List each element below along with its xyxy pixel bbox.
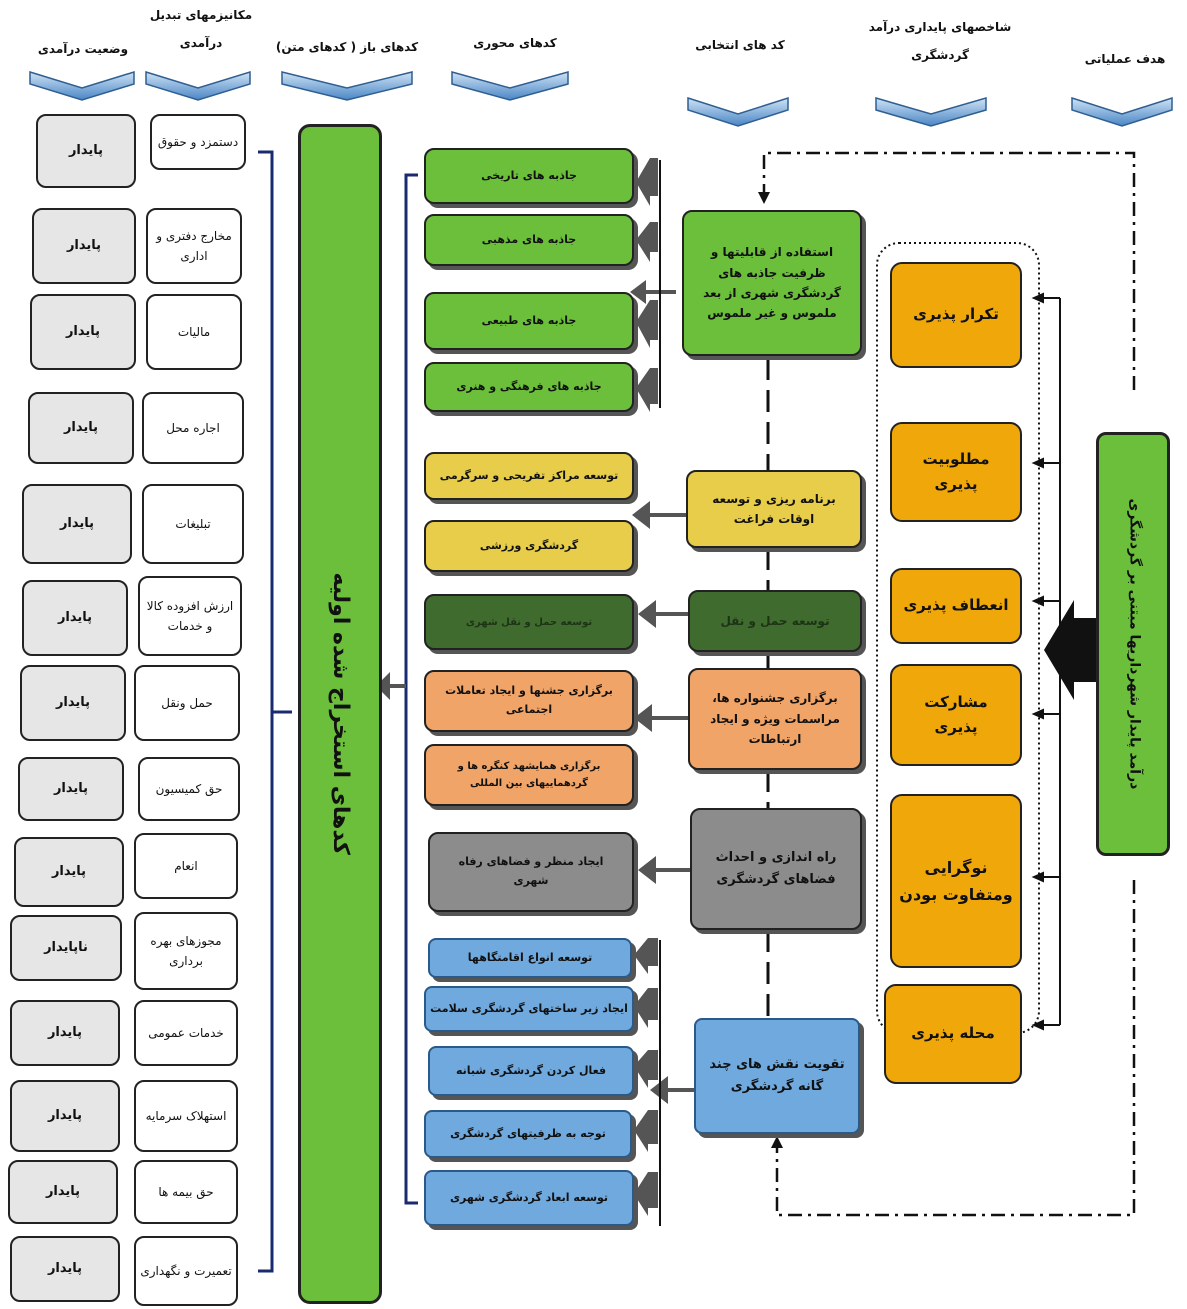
chevron-mechanisms [145,70,251,101]
indicator-box: نوگرایی ومتفاوت بودن [890,794,1022,968]
header-indicators-line2: گردشگری [911,48,969,62]
chevron-selective [687,96,789,127]
mechanism-box: خدمات عمومی [134,1000,238,1066]
axial-box-green: جاذبه های فرهنگی و هنری [424,362,634,412]
chevron-goal [1071,96,1173,127]
mechanism-box: دستمزد و حقوق [150,114,246,170]
axial-box-blue: توسعه انواع اقامتگاهها [428,938,632,978]
mechanism-box: انعام [134,833,238,899]
header-status: وضعیت درآمدی [37,42,129,56]
selective-box-dark-green: توسعه حمل و نقل [688,590,862,652]
status-box: پایدار [10,1236,120,1302]
status-box: پایدار [22,484,132,564]
axial-box-gray: ایجاد منظر و فضاهای رفاه شهری [428,832,634,912]
mechanism-box: اجاره محل [142,392,244,464]
axial-box-blue: فعال کردن گردشگری شبانه [428,1046,634,1096]
mechanism-box: حمل ونقل [134,665,240,741]
mechanism-box: حق بیمه ها [134,1160,238,1224]
open-codes-bar: کدهای استخراج شده اولیه [298,124,382,1304]
selective-box-green: استفاده از قابلیتها و ظرفیت جاذبه های گر… [682,210,862,356]
selective-box-orange: برگزاری جشنواره ها، مراسمات ویژه و ایجاد… [688,668,862,770]
indicator-box: انعطاف پذیری [890,568,1022,644]
axial-box-dark-green: توسعه حمل و نقل شهری [424,594,634,650]
chevron-axial [451,71,569,101]
mechanism-box: حق کمیسیون [138,757,240,821]
indicator-box: مشارکت پذیری [890,664,1022,766]
status-box: پایدار [32,208,136,284]
axial-box-yellow: گردشگری ورزشی [424,520,634,572]
axial-box-blue: توجه به ظرفیتهای گردشگری [424,1110,632,1158]
header-indicators-line1: شاخصهای پایداری درآمد [868,20,1012,34]
axial-box-green: جاذبه های طبیعی [424,292,634,350]
indicator-box: محله پذیری [884,984,1022,1084]
status-box: پایدار [10,1000,120,1066]
status-box: پایدار [20,665,126,741]
status-box: پایدار [18,757,124,821]
mechanism-box: مالیات [146,294,242,370]
goal-box-label: درآمد پایدار شهرداریها مبتنی بر گردشگری [1125,498,1142,790]
status-box: پایدار [22,580,128,656]
selective-box-yellow: برنامه ریزی و توسعه اوقات فراغت [686,470,862,548]
axial-box-orange: برگزاری همایشهد کنگره ها و گردهماییهای ب… [424,744,634,806]
mechanism-box: تعمیرت و نگهداری [134,1236,238,1306]
header-mechanisms-line2: درآمدی [179,36,223,50]
mechanism-box: ارزش افزوده کالا و خدمات [138,576,242,656]
selective-box-gray: راه اندازی و احداث فضاهای گردشگری [690,808,862,930]
mechanism-box: تبلیغات [142,484,244,564]
open-codes-bar-label: کدهای استخراج شده اولیه [327,572,353,856]
mechanism-box: استهلاک سرمایه [134,1080,238,1152]
chevron-status [29,70,135,101]
axial-box-yellow: توسعه مراکز تفریحی و سرگرمی [424,452,634,500]
mechanism-box: مجوزهای بهره برداری [134,912,238,990]
chevron-open [281,71,413,101]
selective-box-blue: تقویت نقش های چند گانه گردشگری [694,1018,860,1134]
header-goal: هدف عملیاتی [1084,52,1166,66]
status-box: پایدار [30,294,136,370]
status-box: پایدار [8,1160,118,1224]
status-box: پایدار [14,837,124,907]
axial-box-green: جاذبه های تاریخی [424,148,634,204]
status-box: پایدار [10,1080,120,1152]
status-box: پایدار [28,392,134,464]
axial-box-orange: برگزاری جشنها و ایجاد تعاملات اجتماعی [424,670,634,732]
header-mechanisms-line1: مکانیزمهای تبدیل [149,8,253,22]
axial-box-blue: ایجاد زیر ساختهای گردشگری سلامت [424,986,634,1032]
mechanism-box: مخارج دفتری و اداری [146,208,242,284]
header-axial-codes: کدهای محوری [473,36,557,50]
indicator-box: مطلوبیت پذیری [890,422,1022,522]
header-open-codes: کدهای باز ( کدهای متن) [275,40,419,54]
status-box: پایدار [36,114,136,188]
header-indicators: شاخصهای پایداری درآمد گردشگری [860,18,1020,64]
axial-box-blue: توسعه ابعاد گردشگری شهری [424,1170,634,1226]
header-selective-codes: کد های انتخابی [695,38,785,52]
header-mechanisms: مکانیزمهای تبدیل درآمدی [146,6,256,52]
goal-box: درآمد پایدار شهرداریها مبتنی بر گردشگری [1096,432,1170,856]
chevron-indicators [875,97,987,127]
indicator-box: تکرار پذیری [890,262,1022,368]
status-box: ناپایدار [10,915,122,981]
axial-box-green: جاذبه های مذهبی [424,214,634,266]
